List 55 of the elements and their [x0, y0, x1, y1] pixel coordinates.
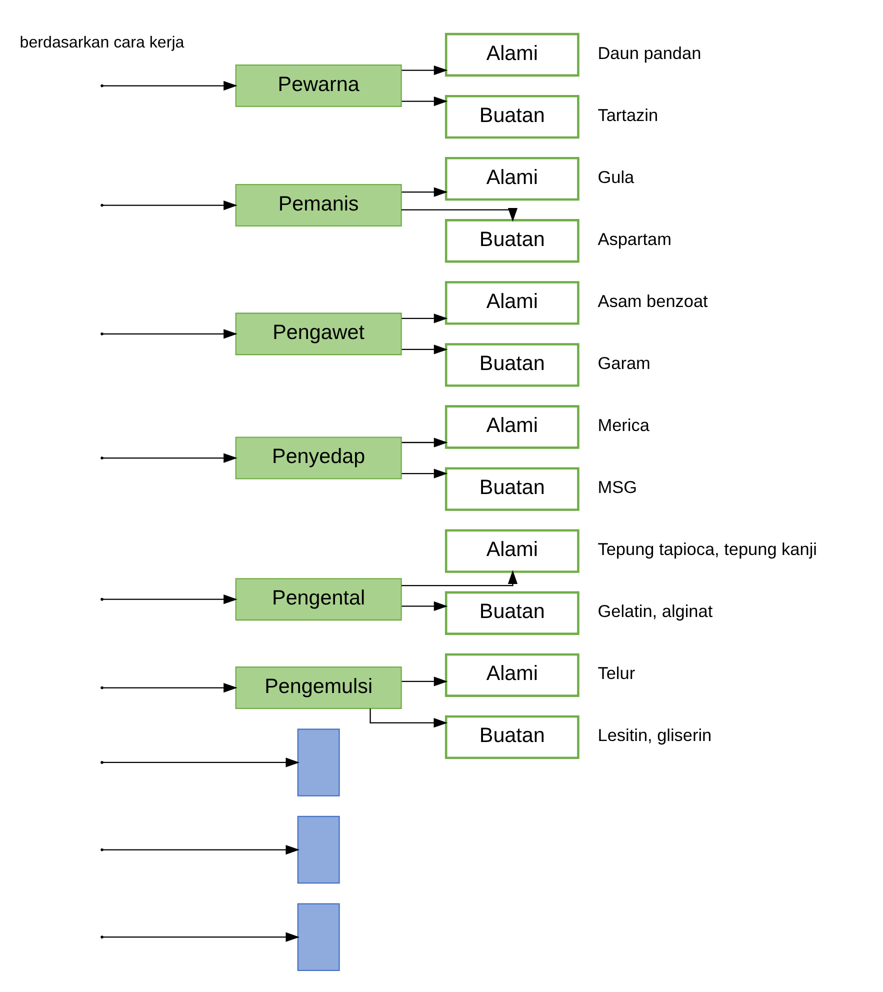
- arrow: [102, 932, 300, 942]
- node-label: Asam benzoat: [598, 290, 708, 310]
- node-box: Alami: [444, 404, 580, 448]
- arrow: [402, 437, 448, 447]
- node-box: Buatan: [444, 342, 580, 386]
- arrow: [102, 844, 300, 854]
- node-box: Buatan: [444, 590, 580, 634]
- node-label: Daun pandan: [598, 42, 702, 62]
- node-label: Merica: [598, 414, 650, 435]
- label: berdasarkan cara kerja: [20, 33, 184, 52]
- arrow: [370, 708, 448, 728]
- node-box: Pewarna: [235, 64, 402, 107]
- node-box: Alami: [444, 156, 580, 200]
- node-box: [297, 815, 340, 884]
- node-box: Pemanis: [235, 184, 402, 226]
- arrow: [401, 570, 518, 586]
- node-label: Lesitin, gliserin: [598, 724, 712, 745]
- arrow: [402, 468, 448, 478]
- node-label: Tepung tapioca, tepung kanji: [598, 538, 817, 559]
- arrow: [402, 313, 448, 323]
- arrow: [102, 594, 238, 604]
- arrow: [402, 344, 448, 354]
- node-box: Pengemulsi: [235, 666, 402, 709]
- node-box: Penyedap: [235, 436, 402, 479]
- arrow: [402, 96, 448, 106]
- arrow: [401, 207, 518, 222]
- node-label: Garam: [598, 352, 650, 372]
- node-box: [297, 902, 340, 970]
- arrow: [102, 328, 238, 338]
- arrow: [102, 80, 238, 90]
- arrow: [102, 757, 300, 767]
- arrow: [402, 186, 448, 196]
- node-box: Alami: [444, 280, 580, 324]
- node-label: MSG: [598, 476, 637, 497]
- node-box: Buatan: [444, 218, 580, 262]
- node-box: Alami: [444, 652, 580, 696]
- arrow: [402, 600, 448, 611]
- node-box: Buatan: [444, 466, 580, 510]
- node-box: Buatan: [444, 94, 580, 138]
- node-label: Gelatin, alginat: [598, 600, 713, 621]
- node-box: Alami: [444, 528, 580, 572]
- node-box: Alami: [444, 32, 580, 76]
- arrow: [102, 452, 238, 462]
- node-label: Tartazin: [598, 104, 658, 124]
- arrow: [402, 676, 448, 686]
- node-box: Pengental: [235, 578, 402, 620]
- arrow: [102, 200, 238, 210]
- node-label: Telur: [598, 662, 636, 683]
- node-label: Aspartam: [598, 228, 672, 248]
- node-box: Buatan: [444, 714, 580, 759]
- node-box: Pengawet: [235, 312, 402, 355]
- arrow: [102, 682, 238, 692]
- arrow: [402, 64, 448, 75]
- node-label: Gula: [598, 166, 634, 186]
- node-box: [297, 728, 340, 796]
